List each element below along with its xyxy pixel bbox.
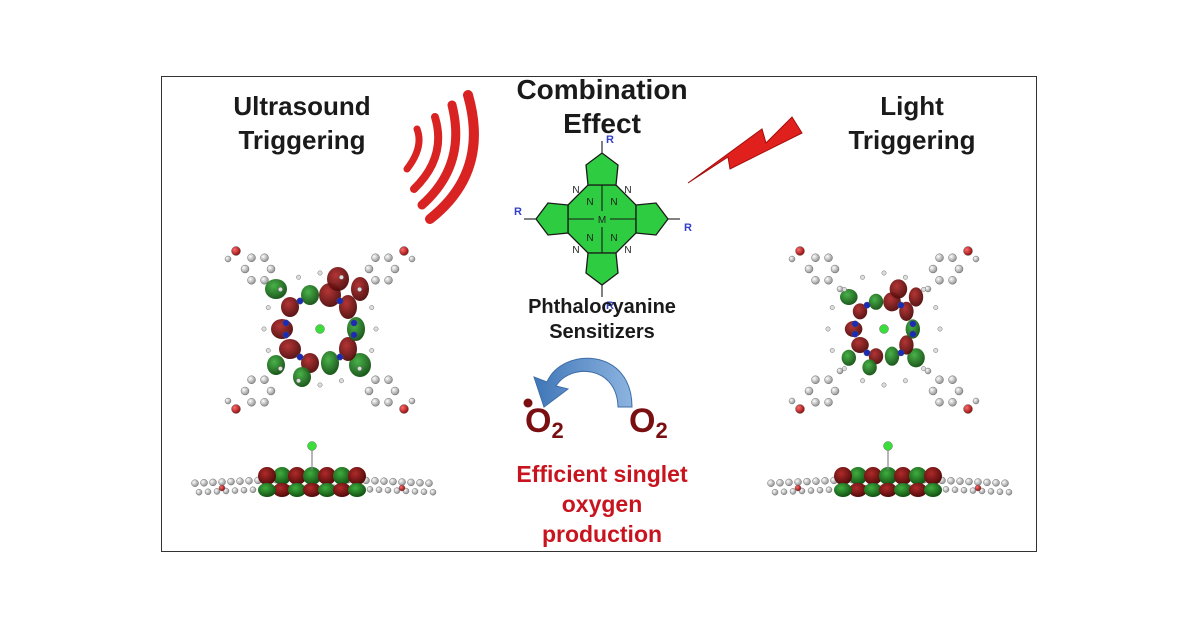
n-label-1: N: [586, 197, 593, 208]
combination-effect-title: Combination Effect: [452, 76, 752, 141]
r-group-left: R: [514, 206, 522, 218]
triplet-oxygen-label: O2: [629, 401, 668, 451]
pc-label-line1: Phthalocyanine: [528, 296, 676, 318]
result-line2: oxygen: [561, 491, 643, 517]
n-label-7: N: [572, 245, 579, 256]
ultrasound-triggering-title: Ultrasound Triggering: [202, 89, 402, 157]
n-label-8: N: [624, 245, 631, 256]
singlet-oxygen-label: O2: [525, 401, 564, 451]
light-molecule-side-view: [767, 441, 1013, 497]
light-triggering-title: Light Triggering: [802, 89, 1022, 157]
pc-label-line2: Sensitizers: [549, 321, 655, 343]
n-label-5: N: [572, 185, 579, 196]
result-line3: production: [541, 521, 663, 547]
n-label-2: N: [610, 197, 617, 208]
r-group-right: R: [684, 222, 692, 234]
light-title-line1: Light: [880, 91, 944, 121]
ultrasound-title-line1: Ultrasound: [233, 91, 371, 121]
combination-title-line1: Combination: [516, 76, 688, 105]
n-label-4: N: [610, 233, 617, 244]
singlet-oxygen-dot-icon: [523, 398, 533, 408]
r-group-bottom: R: [606, 300, 614, 312]
n-label-6: N: [624, 185, 631, 196]
ultrasound-title-line2: Triggering: [238, 125, 366, 155]
o2-left-symbol: O: [525, 402, 552, 440]
ultrasound-molecule-top-view: [224, 246, 416, 414]
r-group-top: R: [606, 134, 614, 146]
light-title-line2: Triggering: [848, 125, 976, 155]
curved-arrow-icon: [533, 357, 633, 408]
figure-frame: Ultrasound Triggering Combination Effect…: [161, 76, 1037, 552]
o2-left-subscript: 2: [551, 418, 564, 443]
efficient-singlet-oxygen-label: Efficient singlet oxygen production: [452, 459, 752, 549]
result-line1: Efficient singlet: [516, 461, 688, 487]
phthalocyanine-structure-icon: M N N N N N N N N R R R R: [514, 134, 692, 312]
o2-right-symbol: O: [629, 402, 656, 440]
light-molecule-top-view: [788, 246, 980, 414]
metal-center-label: M: [598, 215, 606, 226]
o2-right-subscript: 2: [655, 418, 668, 443]
n-label-3: N: [586, 233, 593, 244]
ultrasound-molecule-side-view: [191, 441, 437, 497]
phthalocyanine-sensitizers-label: Phthalocyanine Sensitizers: [457, 295, 747, 345]
combination-title-line2: Effect: [563, 108, 641, 139]
lightning-bolt-icon: [687, 116, 803, 184]
ultrasound-waves-icon: [403, 90, 479, 224]
diagram-graphics: M N N N N N N N N R R R R: [191, 90, 1013, 497]
